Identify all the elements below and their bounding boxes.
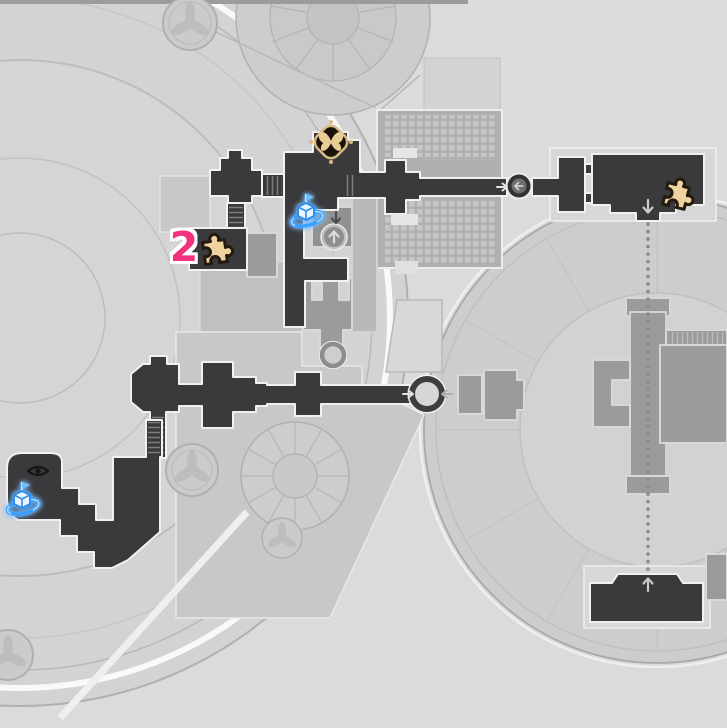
room-b: [531, 156, 586, 213]
bottom-room: [589, 573, 704, 623]
junction-tab: [391, 214, 418, 225]
warp-trotter-icon[interactable]: [307, 118, 355, 166]
gray-room-large: [659, 344, 727, 444]
elevator-up-button[interactable]: [310, 213, 358, 261]
gray-room: [457, 374, 483, 415]
junction-tab: [395, 261, 418, 274]
central-room: [283, 131, 508, 328]
ramp-pad: [385, 299, 443, 373]
map-area-label: 2: [169, 223, 199, 271]
top-dome-structure: [235, 0, 431, 116]
top-edge-strip: [0, 0, 468, 4]
space-anchor-icon[interactable]: [0, 478, 46, 526]
down-arrow-icon: [624, 183, 672, 231]
boundary-lines: [215, 31, 421, 113]
cross-room: [209, 149, 263, 204]
courtyard-pad: [423, 57, 501, 113]
space-anchor-icon[interactable]: [282, 190, 330, 238]
walkway-stripe: [57, 509, 250, 721]
down-arrow-icon: [312, 194, 360, 242]
eye-glyph: [26, 465, 50, 477]
wheel-rosette: [240, 421, 350, 531]
connector-ring: [309, 331, 357, 379]
left-arrow-icon: [423, 370, 471, 418]
treasure-puzzle-icon[interactable]: [188, 225, 242, 279]
right-arrow-icon: [384, 370, 432, 418]
gray-roomlet: [246, 232, 278, 278]
c-room: [592, 359, 631, 428]
junction-tab: [393, 148, 417, 158]
explored-rooms: [6, 131, 705, 623]
right-arrow-icon: [478, 163, 526, 211]
gray-room: [483, 369, 525, 421]
zigzag-room: [6, 419, 163, 569]
gray-edge-piece: [705, 553, 727, 601]
up-arrow-icon: [624, 560, 672, 608]
treasure-puzzle-icon[interactable]: [647, 167, 705, 225]
rosette: [0, 0, 303, 681]
gray-band: [351, 197, 378, 333]
